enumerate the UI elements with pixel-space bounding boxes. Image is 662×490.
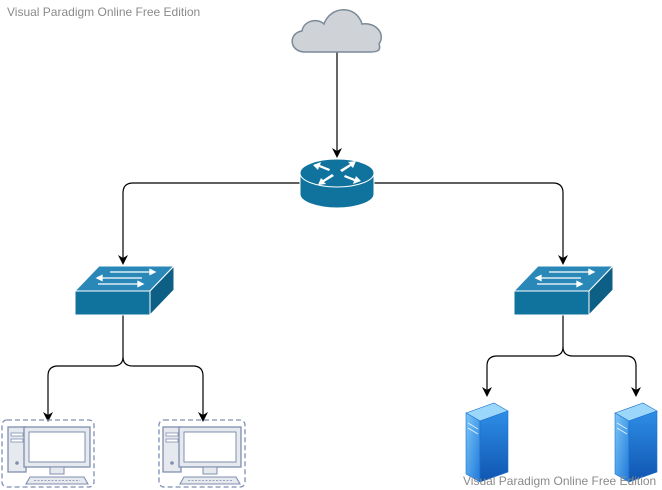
edge-router-switch-left [118,182,300,265]
edge-switch-left-workstation-2 [122,356,208,422]
edge-router-switch-right [374,182,568,265]
watermark-top: Visual Paradigm Online Free Edition [7,5,201,19]
workstation-2-icon[interactable] [158,419,246,488]
edge-switch-right-server-1 [482,315,564,397]
switch-right-icon[interactable] [512,264,615,317]
edge-switch-right-server-2 [562,346,641,397]
workstation-1-icon[interactable] [1,419,95,488]
watermark-bottom: Visual Paradigm Online Free Edition [463,474,657,488]
server-2-icon[interactable] [614,402,658,483]
switch-left-icon[interactable] [73,264,176,317]
connectors [43,52,641,422]
server-1-icon[interactable] [465,402,509,483]
cloud-icon[interactable] [291,9,383,53]
edge-switch-left-workstation-1 [43,315,124,422]
router-icon[interactable] [299,158,375,209]
